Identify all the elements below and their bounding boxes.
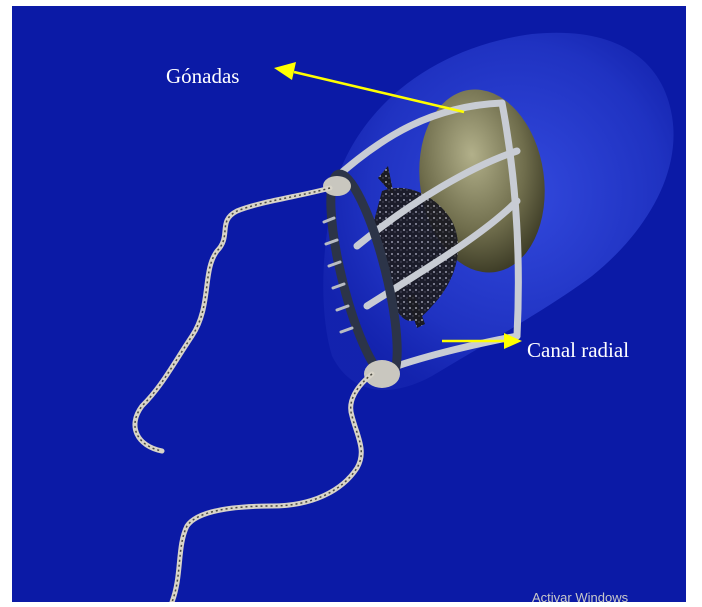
jellyfish-illustration: Gónadas Canal radial <box>12 6 686 602</box>
gonads-arrowhead <box>274 62 296 80</box>
jellyfish-drawing <box>12 6 686 602</box>
windows-activation-watermark: Activar Windows <box>532 590 628 605</box>
gonads-label: Gónadas <box>166 66 239 87</box>
radial-canal-label: Canal radial <box>527 340 629 361</box>
